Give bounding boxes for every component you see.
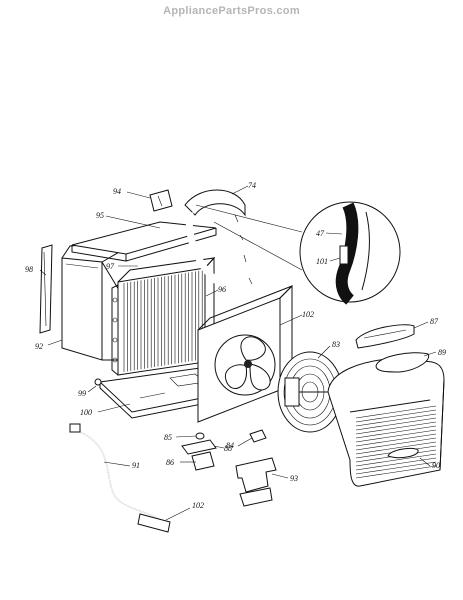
- callout-85: 85: [164, 433, 172, 442]
- cover-louver: [355, 429, 437, 443]
- callout-86: 86: [166, 458, 174, 467]
- callout-89: 89: [438, 348, 446, 357]
- front-cover-90: [327, 357, 445, 487]
- callout-92: 92: [35, 342, 43, 351]
- callout-93: 93: [290, 474, 298, 483]
- callout-99: 99: [78, 389, 86, 398]
- side-bracket-98: [39, 244, 53, 334]
- callout-91: 91: [132, 461, 140, 470]
- callout-83: 83: [332, 340, 340, 349]
- top-panel-89: [375, 352, 430, 373]
- cover-louver: [355, 409, 437, 423]
- cover-louver: [355, 465, 437, 479]
- screw-85: [195, 432, 205, 440]
- fan-shroud-102: [197, 284, 293, 423]
- cover-louver: [355, 425, 437, 439]
- power-cord-91: [69, 423, 171, 533]
- callout-88: 88: [224, 444, 232, 453]
- cover-louver: [355, 417, 437, 431]
- cover-louver: [355, 433, 437, 447]
- clip-84: [249, 429, 267, 443]
- screw-99: [94, 378, 102, 386]
- callout-90: 90: [432, 461, 440, 470]
- callout-84: 84: [226, 441, 234, 450]
- callout-98: 98: [25, 265, 33, 274]
- callout-101: 101: [316, 257, 328, 266]
- cover-louver: [355, 453, 437, 467]
- bracket-86: [191, 451, 215, 471]
- callout-87: 87: [430, 317, 439, 326]
- mount-bracket-93: [235, 457, 277, 507]
- cover-louver: [355, 405, 437, 419]
- callout-74: 74: [248, 181, 256, 190]
- vent-piece-87: [355, 324, 415, 349]
- cover-louver: [355, 441, 437, 455]
- callout-47: 47: [316, 229, 325, 238]
- callout-102-top: 102: [302, 310, 314, 319]
- detail-inset: [195, 201, 401, 305]
- callout-97: 97: [106, 262, 115, 271]
- callout-100: 100: [80, 408, 92, 417]
- callout-96: 96: [218, 285, 226, 294]
- cover-louver: [355, 437, 437, 451]
- fan-blade: [224, 336, 271, 391]
- cover-louver: [355, 461, 437, 475]
- cover-louver: [355, 413, 437, 427]
- top-rail-95: [71, 221, 217, 262]
- refrigerant-tube-74: [184, 189, 259, 297]
- callout-95: 95: [96, 211, 104, 220]
- watermark: AppliancePartsPros.com: [163, 5, 300, 17]
- leader-lines: [39, 185, 437, 521]
- bracket-94: [149, 189, 173, 212]
- cover-louver: [355, 421, 437, 435]
- plate-88: [181, 439, 217, 455]
- callout-94: 94: [113, 187, 121, 196]
- callout-102-bottom: 102: [192, 501, 204, 510]
